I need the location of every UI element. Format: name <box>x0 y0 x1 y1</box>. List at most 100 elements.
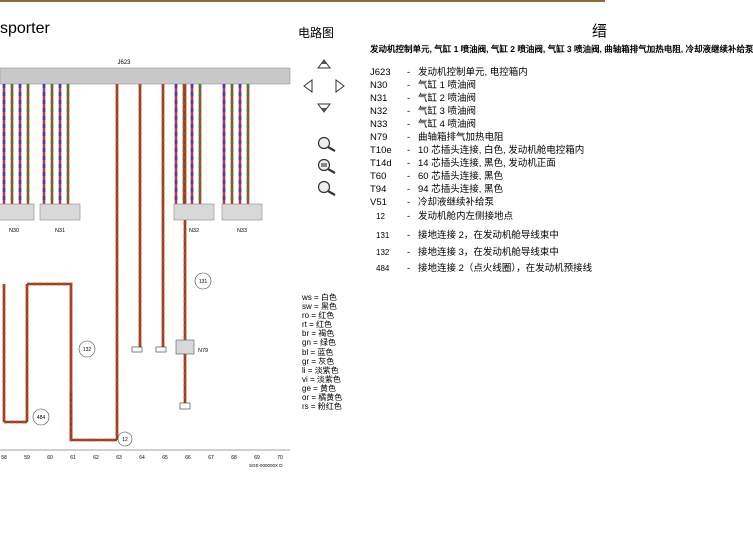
connector-square <box>131 346 143 353</box>
equals-sign: = <box>308 347 318 357</box>
wire-color-name: 褐色 <box>318 329 335 339</box>
track-number: 63 <box>116 455 122 461</box>
legend-description: 气缸 3 喷油阀 <box>418 106 477 117</box>
equals-sign: = <box>309 329 319 339</box>
legend-separator: - <box>407 197 411 208</box>
legend-description: 气缸 2 喷油阀 <box>418 93 477 104</box>
ground-wire-stripe <box>69 390 117 442</box>
wire-color-code: ge <box>302 383 311 393</box>
zoom-out-icon[interactable] <box>316 179 338 197</box>
ground-point-484: 484 <box>37 415 46 421</box>
legend-separator: - <box>407 158 411 169</box>
wire-color-name: 灰色 <box>318 356 335 366</box>
legend-code: T10e <box>370 145 392 156</box>
legend-separator: - <box>407 67 411 78</box>
wire-color-code: gn <box>302 338 311 348</box>
legend-description: 94 芯插头连接, 黑色 <box>418 184 503 195</box>
zoom-in-icon[interactable] <box>316 135 338 153</box>
wire-color-item: bl = 蓝色 <box>302 348 342 357</box>
equals-sign: = <box>306 320 317 330</box>
legend-description: 气缸 4 喷油阀 <box>418 119 477 130</box>
wire-color-name: 红色 <box>316 320 333 330</box>
wire-color-item: ro = 红色 <box>302 311 342 320</box>
legend-separator: - <box>407 93 411 104</box>
legend-separator: - <box>407 132 411 143</box>
track-number: 67 <box>208 455 214 461</box>
wire-color-name: 蓝色 <box>317 347 334 357</box>
legend-description: 接地连接 2，在发动机舱导线束中 <box>418 230 559 241</box>
track-number: 58 <box>1 455 7 461</box>
equals-sign: = <box>309 393 319 403</box>
wire-color-code: gr <box>302 356 310 366</box>
wire-color-item: gn = 绿色 <box>302 338 342 347</box>
legend-separator: - <box>407 184 411 195</box>
diagram-label: 电路图 <box>298 26 335 40</box>
wiring-diagram: J623 N30 N31 N32 N33 N79 131 484 132 12 … <box>0 60 291 468</box>
legend-code: N33 <box>370 119 388 130</box>
wire-color-name: 粉红色 <box>317 402 342 412</box>
ground-wire <box>69 390 117 442</box>
zoom-reset-icon[interactable] <box>316 157 338 175</box>
legend-description: 接地连接 2（点火线圈），在发动机预接线 <box>418 263 593 274</box>
equals-sign: = <box>310 338 321 348</box>
wire-color-name: 黄色 <box>320 383 337 393</box>
ground-point-132: 132 <box>83 347 92 353</box>
track-number: 64 <box>139 455 145 461</box>
legend-code: 484 <box>376 264 390 273</box>
equals-sign: = <box>308 402 318 412</box>
wire-color-item: or = 橘黄色 <box>302 393 342 402</box>
legend-separator: - <box>407 263 411 274</box>
wire-color-item: rs = 粉红色 <box>302 402 342 411</box>
cut-off-heading: 缙 <box>592 23 608 40</box>
track-number: 70 <box>277 455 283 461</box>
wire-color-code: vi <box>302 374 308 384</box>
wire-color-code: bl <box>302 347 309 357</box>
wire-color-item: ws = 白色 <box>302 293 342 302</box>
track-number: 66 <box>185 455 191 461</box>
legend-code: N31 <box>370 93 388 104</box>
legend-separator: - <box>407 80 411 91</box>
wire-color-code: br <box>302 329 310 339</box>
legend-separator: - <box>407 119 411 130</box>
wire-color-code: or <box>302 393 310 403</box>
wire-color-code: sw <box>302 302 312 312</box>
pan-arrows-icon[interactable] <box>302 58 346 116</box>
equals-sign: = <box>307 374 317 384</box>
wire-color-item: sw = 黑色 <box>302 302 342 311</box>
wire-color-item: li = 淡紫色 <box>302 366 342 375</box>
legend-separator: - <box>407 171 411 182</box>
legend-description: 发动机控制单元, 电控箱内 <box>418 67 528 78</box>
wire-color-name: 黑色 <box>320 302 337 312</box>
equals-sign: = <box>311 293 321 302</box>
equals-sign: = <box>310 383 321 393</box>
legend-code: N79 <box>370 132 388 143</box>
track-number: 65 <box>162 455 168 461</box>
legend-description: 60 芯插头连接, 黑色 <box>418 171 503 182</box>
component-label-n79: N79 <box>198 348 208 354</box>
legend-code: T14d <box>370 158 392 169</box>
wire-color-code: rs <box>302 402 309 412</box>
legend-code: J623 <box>370 67 391 78</box>
track-number: 69 <box>254 455 260 461</box>
wire-color-name: 淡紫色 <box>314 365 339 375</box>
top-wires <box>2 84 250 204</box>
legend-description: 14 芯插头连接, 黑色, 发动机正面 <box>418 158 556 169</box>
wire-color-name: 绿色 <box>320 338 337 348</box>
top-rule <box>0 0 605 2</box>
injector-box-n33 <box>221 203 263 221</box>
track-number: 68 <box>231 455 237 461</box>
heater-resistor-n79 <box>175 339 195 355</box>
wire-color-item: ge = 黄色 <box>302 384 342 393</box>
wire-color-code: li <box>302 365 306 375</box>
track-number: 59 <box>24 455 30 461</box>
legend-separator: - <box>407 211 411 222</box>
connector-square <box>155 346 167 353</box>
legend-separator: - <box>407 230 411 241</box>
equals-sign: = <box>311 302 321 312</box>
legend-separator: - <box>407 106 411 117</box>
injector-box-n32 <box>173 203 215 221</box>
injector-box-n30 <box>0 203 35 221</box>
equals-sign: = <box>309 311 319 321</box>
wire-color-code: ro <box>302 311 310 321</box>
